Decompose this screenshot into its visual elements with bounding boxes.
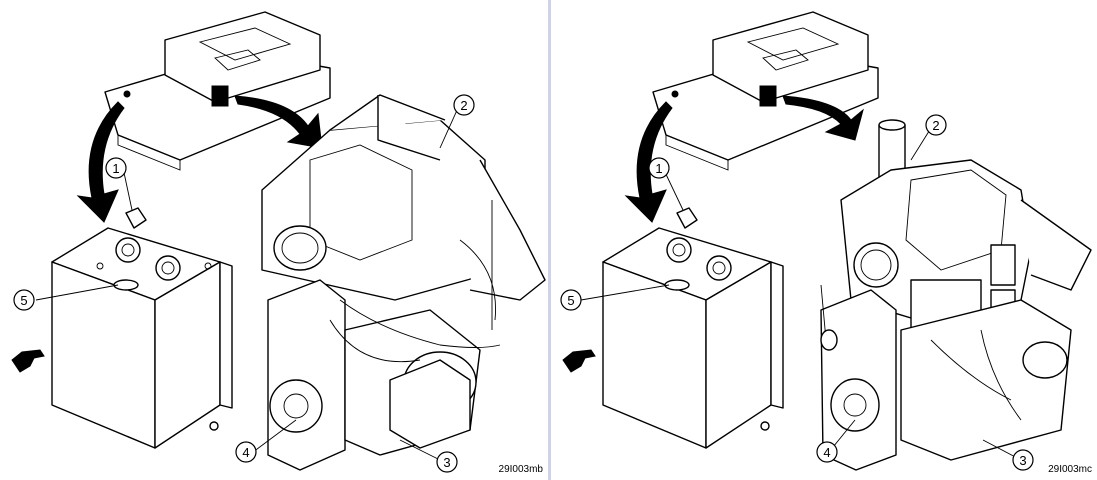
callout-1: 1 [648,157,670,179]
callout-5: 5 [560,289,582,311]
callout-2-label: 2 [460,98,467,113]
callout-2-label: 2 [932,118,939,133]
control-box [602,207,784,449]
figure-panel-right: 1 2 3 4 5 29I003mc [551,0,1097,480]
figure-id: 29I003mb [499,464,544,475]
control-box [51,207,233,449]
callout-3: 3 [436,451,458,473]
curved-arrow-icon [76,101,125,223]
callout-4-label: 4 [242,445,249,460]
panel-divider [548,0,551,480]
engine-diagram-right: 1 2 3 4 5 29I003mc [560,11,1092,475]
callout-4-label: 4 [823,445,830,460]
callout-3-label: 3 [1019,453,1026,468]
callout-1-label: 1 [655,161,662,176]
callout-5-label: 5 [20,293,27,308]
callout-1: 1 [105,157,127,179]
engine-diagram-left: 1 2 3 4 5 29I003mb [11,11,546,475]
callout-1-label: 1 [112,161,119,176]
callout-4: 4 [235,441,257,463]
air-cleaner-cover [104,11,331,171]
callout-5: 5 [13,289,35,311]
callout-5-label: 5 [567,293,574,308]
curved-arrow-icon [782,95,864,141]
air-cleaner-cover [652,11,879,171]
callout-2: 2 [453,94,475,116]
callout-3: 3 [1012,449,1034,471]
curved-arrow-icon [624,101,673,223]
pointing-hand-icon [562,349,596,373]
engine-assembly [820,119,1092,471]
leader-lines [35,107,459,461]
callout-3-label: 3 [443,455,450,470]
pointing-hand-icon [11,349,45,373]
engine-assembly [261,94,546,471]
figure-panel-left: 1 2 3 4 5 29I003mb [0,0,548,480]
callout-4: 4 [816,441,838,463]
callout-2: 2 [925,114,947,136]
figure-id: 29I003mc [1048,464,1092,475]
